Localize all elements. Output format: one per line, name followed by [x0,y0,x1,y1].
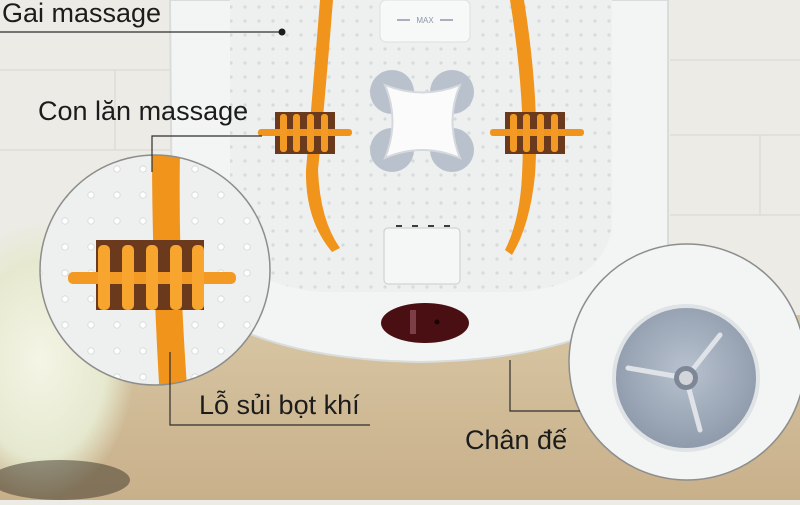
leader-lo [169,352,370,426]
leader-chan [509,360,580,412]
roller-closeup-border [39,154,271,386]
massage-strip-right [505,0,537,255]
label-gai-massage: Gai massage [2,0,162,28]
roller-left [258,112,352,154]
wall-bricks [0,59,800,216]
foot-closeup [569,244,800,480]
leader-gai-dot [278,28,286,36]
max-tower [379,0,471,43]
foot-closeup-border [568,243,800,481]
roller-right [490,112,584,154]
label-lo-sui-bot-khi: Lỗ sủi bọt khí [199,390,360,420]
label-con-lan-massage: Con lăn massage [38,96,249,126]
leader-lines [0,31,580,426]
flower-vase-shadow [0,460,130,500]
label-chan-de: Chân đế [465,425,568,455]
bubble-outlet [383,227,461,285]
massage-strip-left [305,0,340,252]
control-knob [381,303,469,343]
roller-closeup [40,155,270,385]
center-massager [370,70,474,172]
max-mark: MAX [416,16,434,25]
leader-conlan [151,135,262,172]
